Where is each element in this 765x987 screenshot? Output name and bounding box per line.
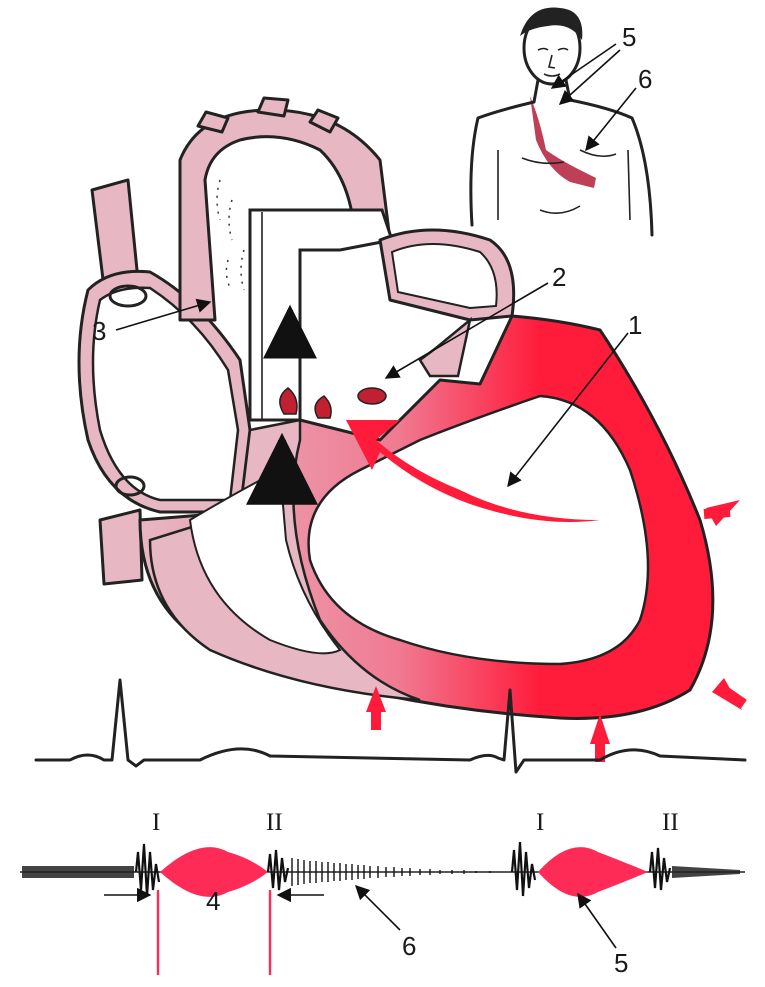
heart-sound-I-2: I [536,809,544,836]
label-6-bottom: 6 [402,931,416,961]
heart-sound-II-1: II [266,809,283,836]
label-5-top: 5 [622,22,636,52]
heart-sound-II-2: II [662,809,679,836]
label-5-bottom: 5 [614,948,628,978]
heart-sound-I-1: I [152,809,160,836]
phonocardiogram [20,842,745,975]
label-2: 2 [552,262,566,292]
label-1: 1 [628,310,642,340]
label-4: 4 [206,886,220,916]
heart [79,98,744,762]
label-6-top: 6 [638,64,652,94]
label-3: 3 [92,316,106,346]
